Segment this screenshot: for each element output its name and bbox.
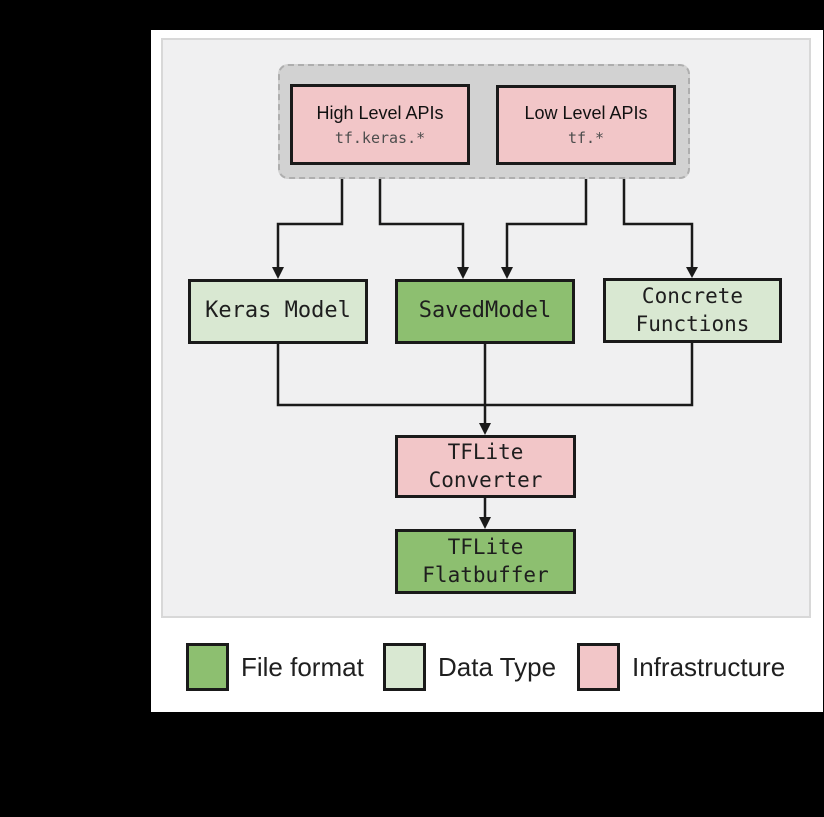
data-type-label: Data Type (438, 651, 557, 682)
tflite-converter-line2: Converter (428, 467, 543, 492)
concrete-functions-line2: Functions (635, 311, 750, 336)
arrowhead-concrete (686, 267, 698, 278)
legend-item-file-format: File format (186, 642, 364, 692)
tflite-flatbuffer-line2: Flatbuffer (422, 562, 549, 587)
node-keras-model: Keras Model (188, 279, 368, 344)
file-format-swatch (186, 643, 229, 691)
legend-item-data-type: Data Type (383, 642, 556, 692)
figure-panel: High Level APIs tf.keras.* Low Level API… (151, 30, 823, 712)
arrowhead-keras (272, 267, 284, 279)
edge-high-to-keras (276, 165, 344, 268)
tflite-converter-line1: TFLite (447, 440, 524, 465)
file-format-label: File format (241, 651, 364, 682)
edge-low-to-savedmodel (505, 165, 588, 268)
tflite-conversion-diagram: High Level APIs tf.keras.* Low Level API… (161, 38, 811, 618)
data-type-swatch (383, 643, 426, 691)
arrowhead-savedmodel-left (457, 267, 469, 279)
infrastructure-label: Infrastructure (632, 651, 786, 682)
legend-item-infrastructure: Infrastructure (577, 642, 785, 692)
high-level-apis-subtitle: tf.keras.* (334, 128, 426, 147)
low-level-apis-subtitle: tf.* (567, 129, 605, 147)
edge-merge-bus (276, 343, 694, 407)
node-concrete-functions: Concrete Functions (603, 278, 782, 343)
node-low-level-apis: Low Level APIs tf.* (496, 85, 676, 165)
tflite-flatbuffer-line1: TFLite (447, 535, 524, 560)
edge-high-to-savedmodel (378, 165, 465, 268)
concrete-functions-line1: Concrete (641, 284, 744, 309)
node-high-level-apis: High Level APIs tf.keras.* (290, 84, 470, 165)
infrastructure-swatch (577, 643, 620, 691)
arrowhead-converter (479, 423, 491, 435)
keras-model-label: Keras Model (205, 298, 351, 324)
node-tflite-converter: TFLite Converter (395, 435, 576, 498)
node-saved-model: SavedModel (395, 279, 575, 344)
saved-model-label: SavedModel (418, 298, 552, 324)
arrowhead-flatbuffer (479, 517, 491, 529)
high-level-apis-title: High Level APIs (316, 102, 444, 123)
edge-low-to-concrete (622, 165, 694, 268)
node-tflite-flatbuffer: TFLite Flatbuffer (395, 529, 576, 594)
arrowhead-savedmodel-right (501, 267, 513, 279)
low-level-apis-title: Low Level APIs (524, 103, 648, 123)
